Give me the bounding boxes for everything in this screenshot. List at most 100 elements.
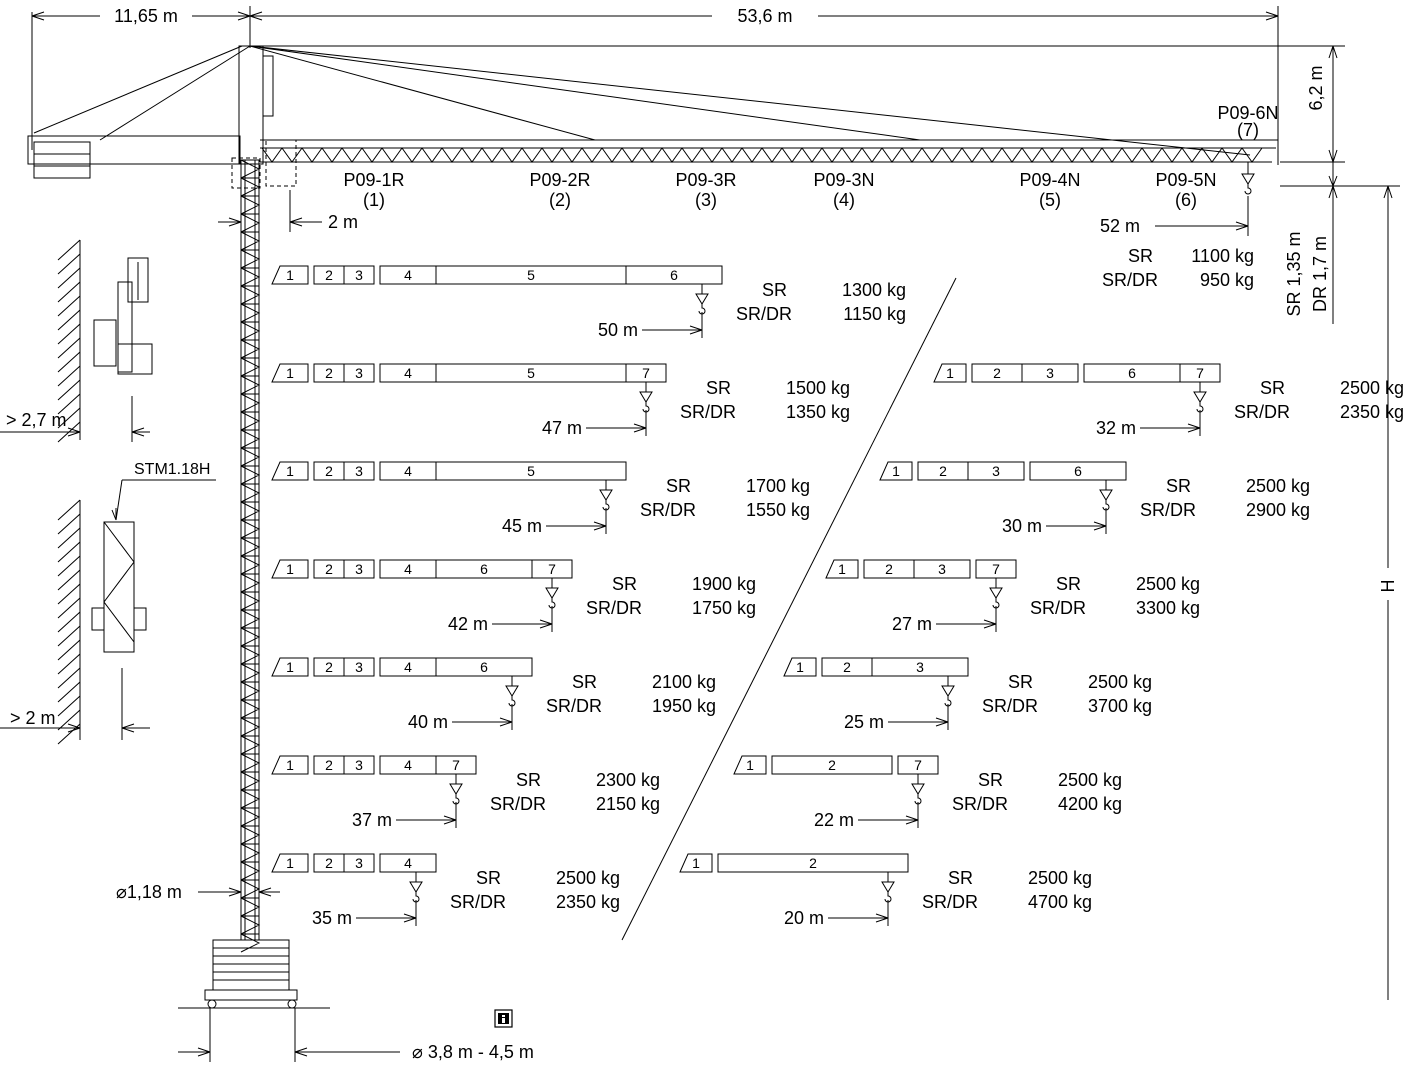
load-srdr-label: SR/DR [982,696,1038,716]
jib-segment-number: 4 [404,659,412,675]
wall-detail-1 [0,239,153,443]
jib-segment-number: 4 [404,463,412,479]
jib-segment-number: 6 [480,659,488,675]
jib-segment-number: 7 [914,757,922,773]
load-srdr-label: SR/DR [952,794,1008,814]
jib-segment: 4 [379,853,437,873]
jib-segment: 2 [717,853,909,873]
hook-icon [1193,382,1207,413]
jib-radius: 22 m [814,810,854,830]
crane-mast [240,159,261,953]
jib-segment: 2 [821,657,873,677]
load-sr-value: 2500 kg [556,868,620,888]
jib-segment-number: 3 [355,659,363,675]
jib-segment-number: 3 [355,757,363,773]
jib-section-label: P09-2R [529,170,590,190]
jib-segment: 1 [271,265,309,285]
jib-segment-number: 2 [325,855,333,871]
jib-radius: 42 m [448,614,488,634]
jib-segment: 1 [271,461,309,481]
jib-segment: 1 [783,657,817,677]
load-sr-value: 2500 kg [1058,770,1122,790]
jib-segment: 1 [679,853,713,873]
jib-segment: 2 [313,265,345,285]
hook-icon [639,382,653,413]
jib-segment-number: 1 [746,757,754,773]
jib-radius: 20 m [784,908,824,928]
load-srdr-value: 2900 kg [1246,500,1310,520]
jib-section-number: (4) [833,190,855,210]
jib-segment: 5 [435,363,627,383]
jib-segment-number: 1 [838,561,846,577]
jib-segment: 1 [733,755,767,775]
hook-icon [695,284,709,315]
max-radius-dimension [1155,196,1249,236]
jib-length: 53,6 m [737,6,792,26]
load-sr-label: SR [612,574,637,594]
jib-segment: 4 [379,461,437,481]
jib-radius: 32 m [1096,418,1136,438]
load-sr-value: 1900 kg [692,574,756,594]
hook-icon [941,676,955,707]
jib-segment-number: 7 [548,561,556,577]
jib-segment-number: 1 [286,855,294,871]
jib-section-number: (5) [1039,190,1061,210]
load-srdr-value: 1750 kg [692,598,756,618]
jib-segment: 1 [825,559,859,579]
tip-section-label: P09-6N [1217,103,1278,123]
info-icon[interactable] [494,1009,513,1028]
load-sr-label: SR [1008,672,1033,692]
jib-segment-number: 5 [527,365,535,381]
jib-segment-number: 6 [670,267,678,283]
tower-offset-dimension [218,190,322,232]
load-srdr-label: SR/DR [922,892,978,912]
jib-segment-number: 2 [325,463,333,479]
jib-segment: 1 [879,461,913,481]
max-radius-srdr-load: 950 kg [1200,270,1254,290]
jib-segment-number: 1 [286,267,294,283]
jib-segment-number: 5 [527,463,535,479]
jib-section-number: (3) [695,190,717,210]
load-sr-value: 1700 kg [746,476,810,496]
jib-segment: 3 [343,755,375,775]
jib-segment: 2 [917,461,969,481]
jib-segment: 1 [933,363,967,383]
load-sr-value: 2500 kg [1088,672,1152,692]
jib-segment-number: 3 [916,659,924,675]
load-sr-label: SR [948,868,973,888]
crane-base [178,887,400,1062]
jib-segment-number: 2 [809,855,817,871]
base-size: ⌀ 3,8 m - 4,5 m [412,1042,534,1062]
jib-segment: 7 [1179,363,1221,383]
jib-segment: 6 [1029,461,1127,481]
jib-segment-number: 2 [325,267,333,283]
jib-segment: 1 [271,559,309,579]
load-sr-value: 2500 kg [1246,476,1310,496]
jib-segment: 3 [967,461,1025,481]
diameter-symbol: ⌀ [412,1042,428,1062]
jib-segment-number: 6 [480,561,488,577]
tower-offset: 2 m [328,212,358,232]
load-srdr-value: 3300 kg [1136,598,1200,618]
jib-segment: 3 [343,657,375,677]
jib-segment-number: 1 [286,757,294,773]
jib-segment-number: 2 [939,463,947,479]
jib-segment: 2 [313,755,345,775]
jib-segment: 4 [379,559,437,579]
load-sr-label: SR [572,672,597,692]
jib-segment-number: 2 [325,659,333,675]
load-sr-value: 2100 kg [652,672,716,692]
hook-height-sr: SR 1,35 m [1284,231,1304,316]
jib-radius: 47 m [542,418,582,438]
jib-segment: 4 [379,755,437,775]
jib-section-number: (6) [1175,190,1197,210]
jib-segment: 7 [435,755,477,775]
load-sr-value: 2500 kg [1136,574,1200,594]
base-size-value: 3,8 m - 4,5 m [428,1042,534,1062]
load-sr-label: SR [1056,574,1081,594]
jib-segment: 3 [871,657,969,677]
